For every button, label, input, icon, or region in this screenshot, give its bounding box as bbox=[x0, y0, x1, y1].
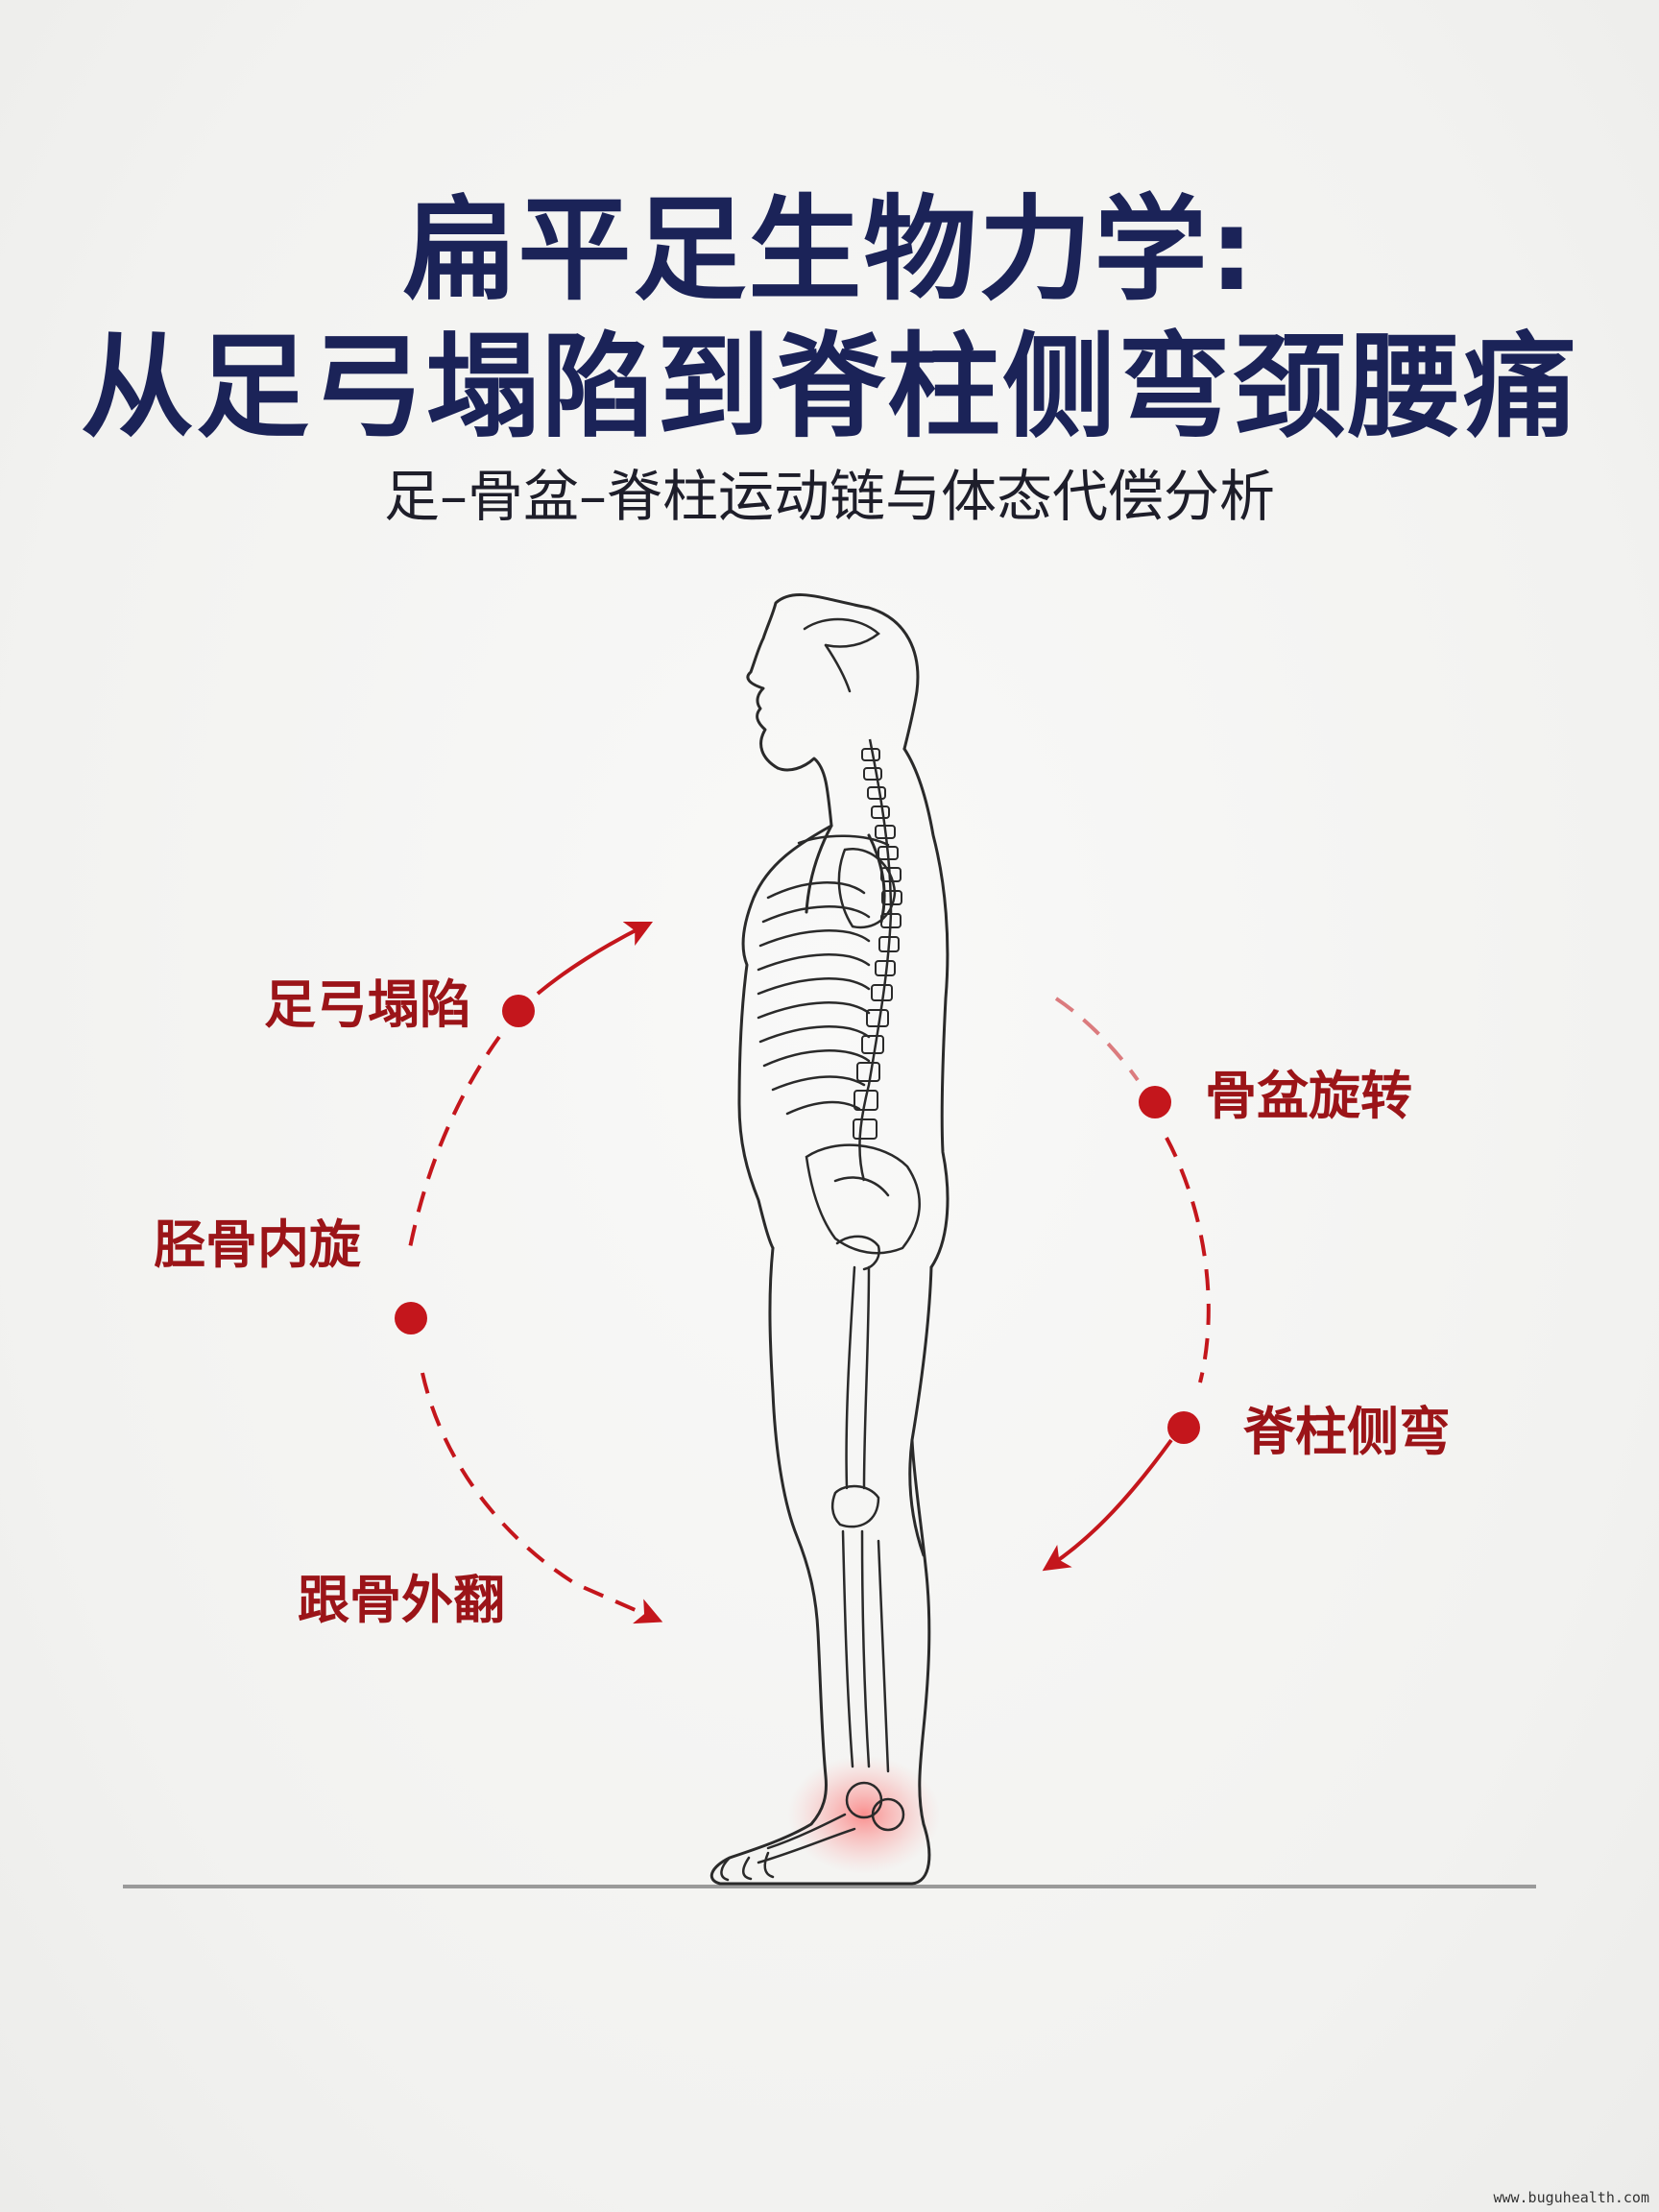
label-tibial-rotation: 胫骨内旋 bbox=[154, 1214, 361, 1275]
title-line-2: 从足弓塌陷到脊柱侧弯颈腰痛 bbox=[80, 321, 1578, 453]
skeleton-bones bbox=[720, 617, 921, 1882]
left-chain-arc bbox=[406, 921, 663, 1624]
label-scoliosis: 脊柱侧弯 bbox=[1243, 1402, 1451, 1462]
right-chain-arc bbox=[1042, 997, 1211, 1572]
title-line-1: 扁平足生物力学: bbox=[402, 183, 1257, 316]
dot-arch-collapse bbox=[502, 995, 535, 1027]
body-outline bbox=[709, 593, 950, 1886]
dot-tibial-rotation bbox=[395, 1302, 427, 1334]
dot-pelvic-rotation bbox=[1139, 1086, 1171, 1118]
spine bbox=[853, 738, 902, 1182]
label-arch-collapse: 足弓塌陷 bbox=[264, 974, 471, 1035]
right-arc-middle-dashes bbox=[1165, 1137, 1211, 1383]
ankle-highlight bbox=[787, 1755, 941, 1874]
label-calcaneal-eversion: 跟骨外翻 bbox=[298, 1570, 505, 1630]
dot-scoliosis bbox=[1167, 1411, 1200, 1444]
left-arc-lower-dashes bbox=[421, 1372, 663, 1624]
left-arc-top-arrow bbox=[536, 921, 654, 996]
label-pelvic-rotation: 骨盆旋转 bbox=[1205, 1066, 1412, 1126]
watermark: www.buguhealth.com bbox=[1493, 2189, 1649, 2206]
right-arc-bottom-arrow bbox=[1042, 1438, 1173, 1572]
left-arc-upper-dashes bbox=[406, 1035, 501, 1259]
subtitle: 足–骨盆–脊柱运动链与体态代偿分析 bbox=[383, 464, 1275, 529]
right-arc-fade bbox=[1054, 997, 1140, 1082]
